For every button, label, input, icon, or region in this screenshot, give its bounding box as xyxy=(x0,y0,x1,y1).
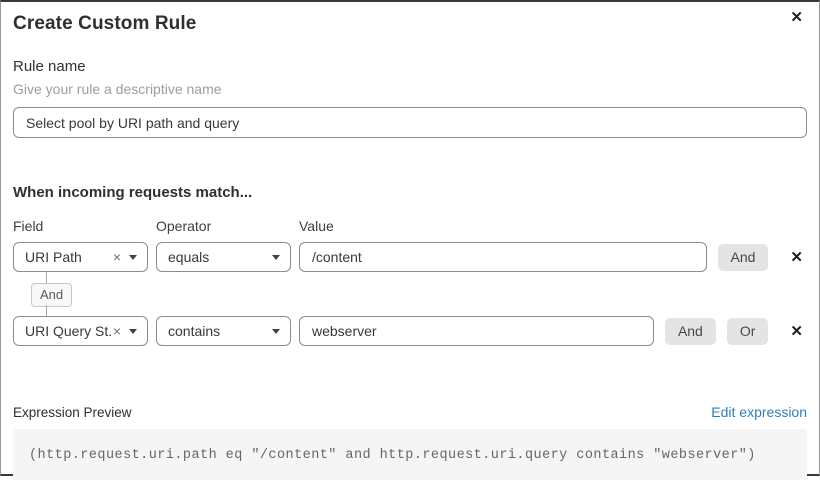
expression-preview-block: (http.request.uri.path eq "/content" and… xyxy=(13,429,807,480)
value-input[interactable] xyxy=(299,316,654,346)
clear-icon[interactable]: × xyxy=(112,323,121,339)
field-column-label: Field xyxy=(13,218,44,234)
edit-expression-link[interactable]: Edit expression xyxy=(711,404,807,420)
matcher-heading: When incoming requests match... xyxy=(13,184,253,201)
field-select-value: URI Query St... xyxy=(25,323,113,339)
chevron-down-icon xyxy=(272,328,280,334)
field-select[interactable]: URI Query St... × xyxy=(13,316,148,346)
expression-code: (http.request.uri.path eq "/content" and… xyxy=(29,448,756,463)
and-button[interactable]: And xyxy=(717,243,769,271)
chevron-down-icon xyxy=(129,254,137,260)
operator-column-label: Operator xyxy=(156,218,212,234)
column-labels: Field Operator Value xyxy=(13,218,807,234)
chevron-down-icon xyxy=(272,254,280,260)
clear-icon[interactable]: × xyxy=(112,249,121,265)
and-button[interactable]: And xyxy=(664,317,716,345)
field-select[interactable]: URI Path × xyxy=(13,242,148,272)
condition-row-2: URI Query St... × contains And Or ✕ xyxy=(13,316,807,346)
rule-name-input[interactable] xyxy=(13,107,807,138)
remove-condition-icon[interactable]: ✕ xyxy=(790,322,803,340)
rule-name-label: Rule name xyxy=(13,58,86,75)
expression-preview-label: Expression Preview xyxy=(13,405,132,420)
value-input[interactable] xyxy=(299,242,707,272)
rule-name-hint: Give your rule a descriptive name xyxy=(13,81,222,97)
or-button[interactable]: Or xyxy=(726,317,769,345)
operator-select-value: contains xyxy=(168,323,221,339)
condition-row-1: URI Path × equals And ✕ xyxy=(13,242,807,272)
condition-connector: And xyxy=(13,272,807,316)
field-select-value: URI Path xyxy=(25,249,82,265)
connector-line xyxy=(46,272,47,283)
value-column-label: Value xyxy=(299,218,334,234)
connector-line xyxy=(46,305,47,316)
dialog-title: Create Custom Rule xyxy=(13,13,197,34)
remove-condition-icon[interactable]: ✕ xyxy=(790,248,803,266)
operator-select-value: equals xyxy=(168,249,210,265)
connector-and-chip[interactable]: And xyxy=(31,283,73,307)
operator-select[interactable]: contains xyxy=(156,316,291,346)
chevron-down-icon xyxy=(129,328,137,334)
operator-select[interactable]: equals xyxy=(156,242,291,272)
expression-header: Expression Preview Edit expression xyxy=(13,404,807,420)
close-icon[interactable]: ✕ xyxy=(790,9,803,26)
